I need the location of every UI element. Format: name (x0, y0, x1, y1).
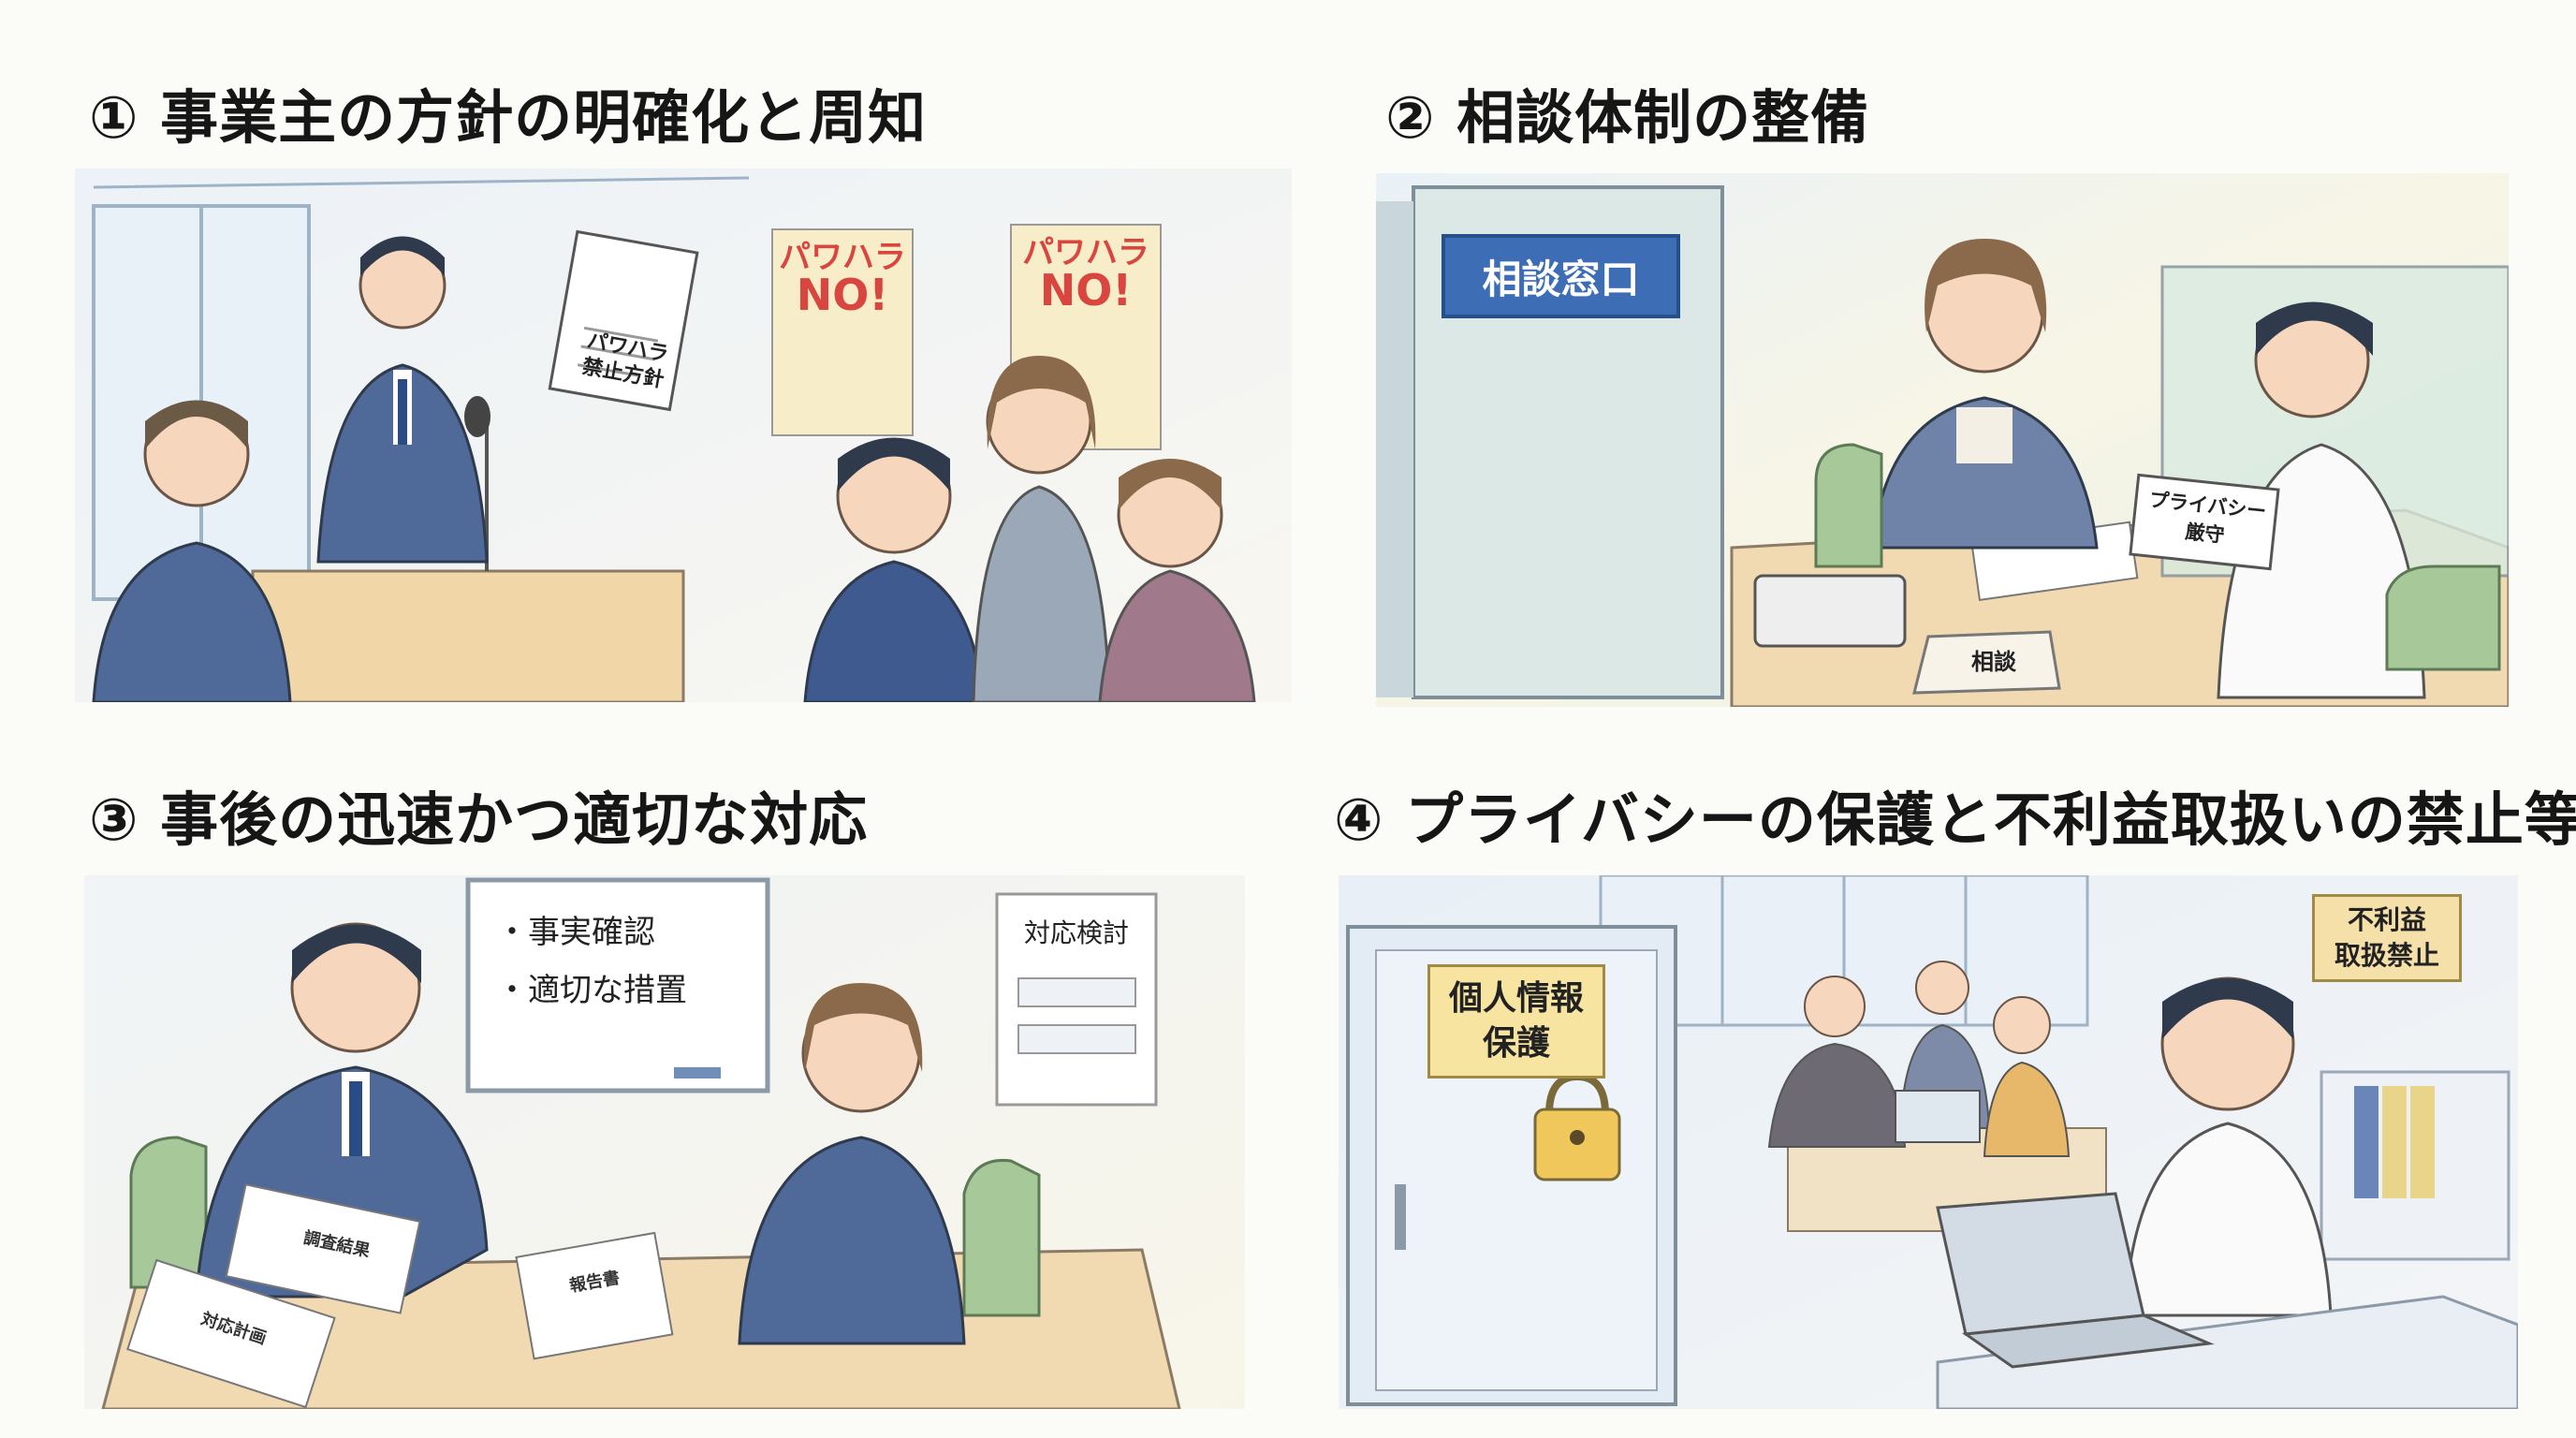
wall-sign-line-1: 不利益 (2347, 904, 2426, 935)
personal-info-protection-sign: 個人情報 保護 (1427, 964, 1605, 1078)
panel-privacy-illustration: 個人情報 保護 不利益 取扱禁止 (1339, 875, 2518, 1409)
panel-policy-illustration: パワハラ 禁止方針 パワハラ NO! パワハラ NO! (75, 169, 1292, 702)
poster-1: パワハラ NO! (772, 239, 913, 320)
wall-sign-line-2: 取扱禁止 (2334, 940, 2439, 971)
whiteboard-item-fact-check: ・事実確認 (496, 914, 655, 951)
desk-tent-label: 相談 (1971, 649, 2016, 675)
whiteboard-item-measures: ・適切な措置 (496, 972, 687, 1009)
whiteboard-text: ・事実確認 ・適切な措置 (496, 903, 687, 1020)
heading-consultation: ② 相談体制の整備 (1385, 83, 1870, 152)
poster-2-title: パワハラ (1022, 234, 1149, 271)
poster-2: パワハラ NO! (1011, 234, 1161, 315)
response-scene (84, 875, 1245, 1409)
panel-consultation-illustration: 相談窓口 プライバシー 厳守 相談 (1376, 173, 2509, 707)
poster-1-title: パワハラ (779, 239, 906, 276)
heading-response: ③ 事後の迅速かつ適切な対応 (89, 785, 869, 854)
no-disadvantage-sign: 不利益 取扱禁止 (2312, 894, 2462, 982)
panel-response-illustration: ・事実確認 ・適切な措置 対応検討 調査結果 対応計画 報告書 (84, 875, 1245, 1409)
locker-sign-line-2: 保護 (1482, 1024, 1550, 1063)
heading-policy: ① 事業主の方針の明確化と周知 (89, 83, 928, 152)
consultation-door-sign: 相談窓口 (1442, 234, 1680, 318)
locker-sign-line-1: 個人情報 (1448, 979, 1584, 1018)
policy-scene (75, 169, 1292, 702)
poster-1-no: NO! (796, 270, 889, 320)
wall-sheet-title: 対応検討 (1023, 917, 1129, 948)
heading-privacy: ④ プライバシーの保護と不利益取扱いの禁止等 (1334, 785, 2576, 854)
poster-2-no: NO! (1039, 265, 1133, 315)
